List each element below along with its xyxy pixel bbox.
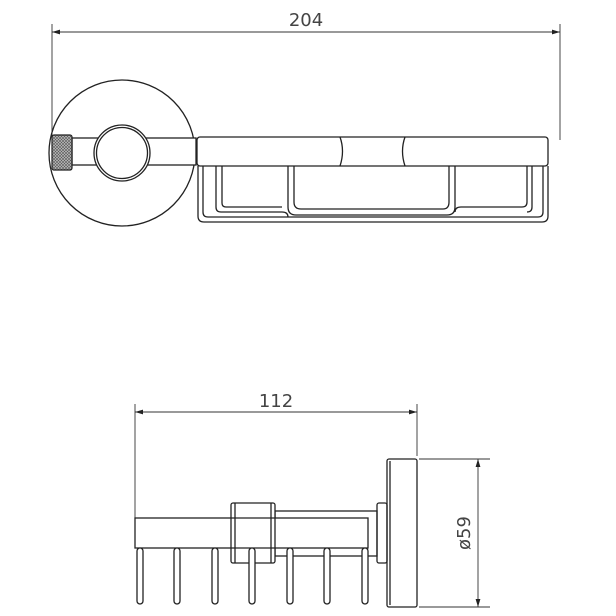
dimension-label-59: ø59: [454, 516, 475, 550]
collar: [376, 502, 388, 564]
basket-prongs: [136, 547, 369, 605]
dimension-label-204: 204: [289, 10, 323, 31]
prong: [323, 547, 331, 605]
prong: [286, 547, 294, 605]
top-view: 204: [48, 10, 561, 227]
prong: [173, 547, 181, 605]
wall-plate-side: [386, 458, 418, 608]
prong: [248, 547, 256, 605]
side-view: 112 ø59: [134, 391, 490, 608]
soap-basket-top: [196, 136, 549, 223]
prong: [136, 547, 144, 605]
dimension-label-112: 112: [259, 391, 293, 412]
knurled-cap: [51, 134, 73, 171]
dimension-112: 112: [134, 391, 418, 525]
dimension-204: 204: [51, 10, 561, 140]
prong: [211, 547, 219, 605]
holder-ring: [93, 124, 151, 182]
dimension-diameter-59: ø59: [419, 458, 490, 608]
prong: [361, 547, 369, 605]
